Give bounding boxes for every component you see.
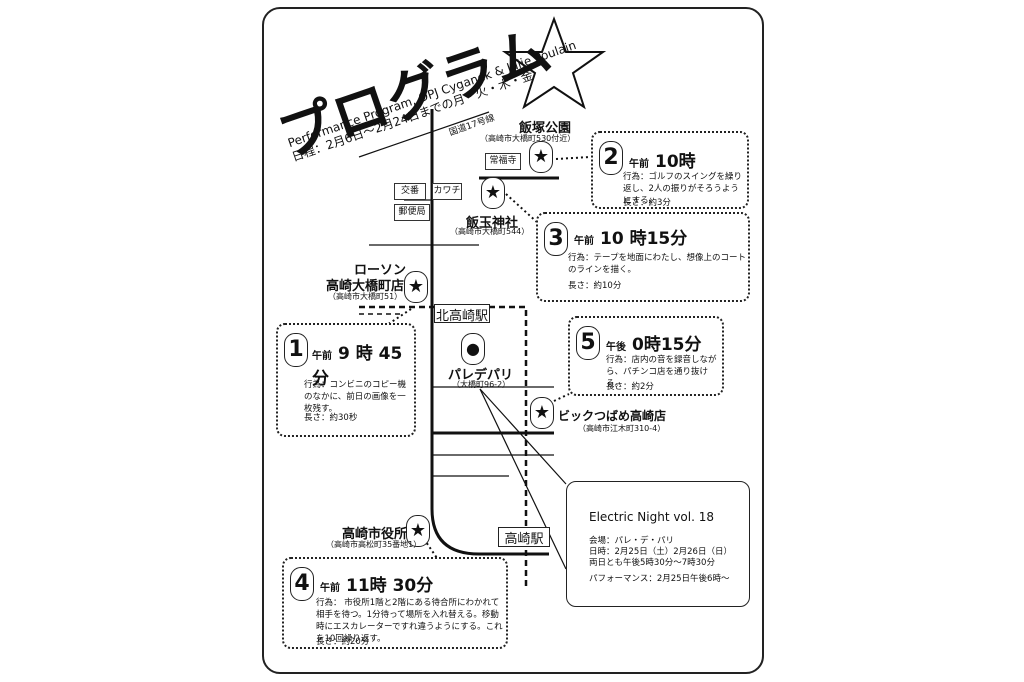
station-kita-takasaki: 北高崎駅 — [434, 304, 490, 324]
place-bic-name: ビックつばめ高崎店 — [558, 409, 667, 423]
map-frame: プログラム Performance Program, OPJ Cyganek &… — [262, 7, 764, 674]
place-iizuka-name: 飯塚公園 — [519, 121, 572, 136]
program-duration: 長さ：約2分 — [606, 382, 654, 392]
star-pin-cityhall: ★ — [406, 515, 430, 547]
station-takasaki: 高崎駅 — [498, 527, 550, 547]
place-cityhall-name: 高崎市役所 — [342, 527, 408, 542]
place-palais-address: （大橋町96-2） — [452, 380, 511, 389]
program-number: 1 — [284, 333, 308, 367]
event-title: Electric Night vol. 18 — [589, 510, 715, 524]
star-pin-lawson: ★ — [404, 271, 428, 303]
event-venue: 会場：パレ・デ・パリ — [589, 536, 675, 546]
star-pin-bic: ★ — [530, 397, 554, 429]
place-iidama-address: （高崎市大橋町544） — [450, 227, 530, 236]
star-pin-palais: ● — [461, 333, 485, 365]
road-17 — [358, 111, 490, 158]
program-number: 3 — [544, 222, 568, 256]
event-box: Electric Night vol. 18 会場：パレ・デ・パリ 日時：2月2… — [566, 481, 750, 607]
program-duration: 長さ：約10分 — [568, 281, 622, 291]
place-bic-address: （高崎市江木町310-4） — [578, 424, 666, 433]
event-hours: 両日とも午後5時30分〜7時30分 — [589, 558, 715, 568]
program-duration: 長さ：約30秒 — [304, 413, 358, 423]
title-star-icon — [501, 16, 607, 110]
program-activity: 行為：コンビニのコピー機のなかに、前日の画像を一枚残す。 — [304, 380, 407, 414]
connector-5 — [553, 393, 570, 402]
event-pointer-a — [479, 388, 567, 485]
program-number: 4 — [290, 567, 314, 601]
place-lawson-name2: 高崎大橋町店 — [326, 279, 405, 294]
landmark-josenji: 常福寺 — [485, 153, 521, 170]
landmark-yubinkyoku: 郵便局 — [394, 204, 430, 221]
landmark-kawachi: カワチ — [432, 183, 462, 200]
landmark-koban: 交番 — [394, 183, 426, 200]
place-iidama-name: 飯玉神社 — [466, 216, 519, 231]
map-roads — [358, 16, 607, 589]
place-lawson-name1: ローソン — [354, 263, 407, 278]
place-lawson-address: （高崎市大橋町51） — [328, 292, 403, 301]
event-pointer-b — [479, 388, 567, 570]
connector-2 — [555, 156, 591, 160]
program-activity: 行為： 市役所1階と2階にある待合所にわかれて相手を待つ。1分待って場所を入れ替… — [316, 598, 503, 644]
place-palais-name: パレデパリ — [448, 368, 514, 383]
program-duration: 長さ：約3分 — [623, 198, 671, 208]
program-activity: 行為：店内の音を録音しながら、パチンコ店を通り抜ける。 — [606, 355, 717, 389]
program-number: 5 — [576, 326, 600, 360]
main-road — [430, 109, 549, 556]
rail-line — [359, 305, 528, 589]
program-duration: 長さ：約20分 — [316, 637, 370, 647]
program-activity: 行為：ゴルフのスイングを繰り返し、2人の振りがそろうようにする。 — [623, 172, 743, 206]
event-dates: 日時：2月25日（土）2月26日（日） — [589, 547, 732, 557]
place-cityhall-address: （高崎市高松町35番地1） — [326, 540, 422, 549]
program-activity: 行為：テープを地面にわたし、想像上のコートのラインを描く。 — [568, 253, 746, 275]
place-iizuka-address: （高崎市大橋町530付近） — [480, 134, 576, 143]
star-pin-iizuka: ★ — [529, 141, 553, 173]
program-number: 2 — [599, 141, 623, 175]
connector-1 — [383, 308, 412, 328]
star-pin-iidama: ★ — [481, 177, 505, 209]
event-performance: パフォーマンス：2月25日午後6時〜 — [589, 574, 730, 584]
